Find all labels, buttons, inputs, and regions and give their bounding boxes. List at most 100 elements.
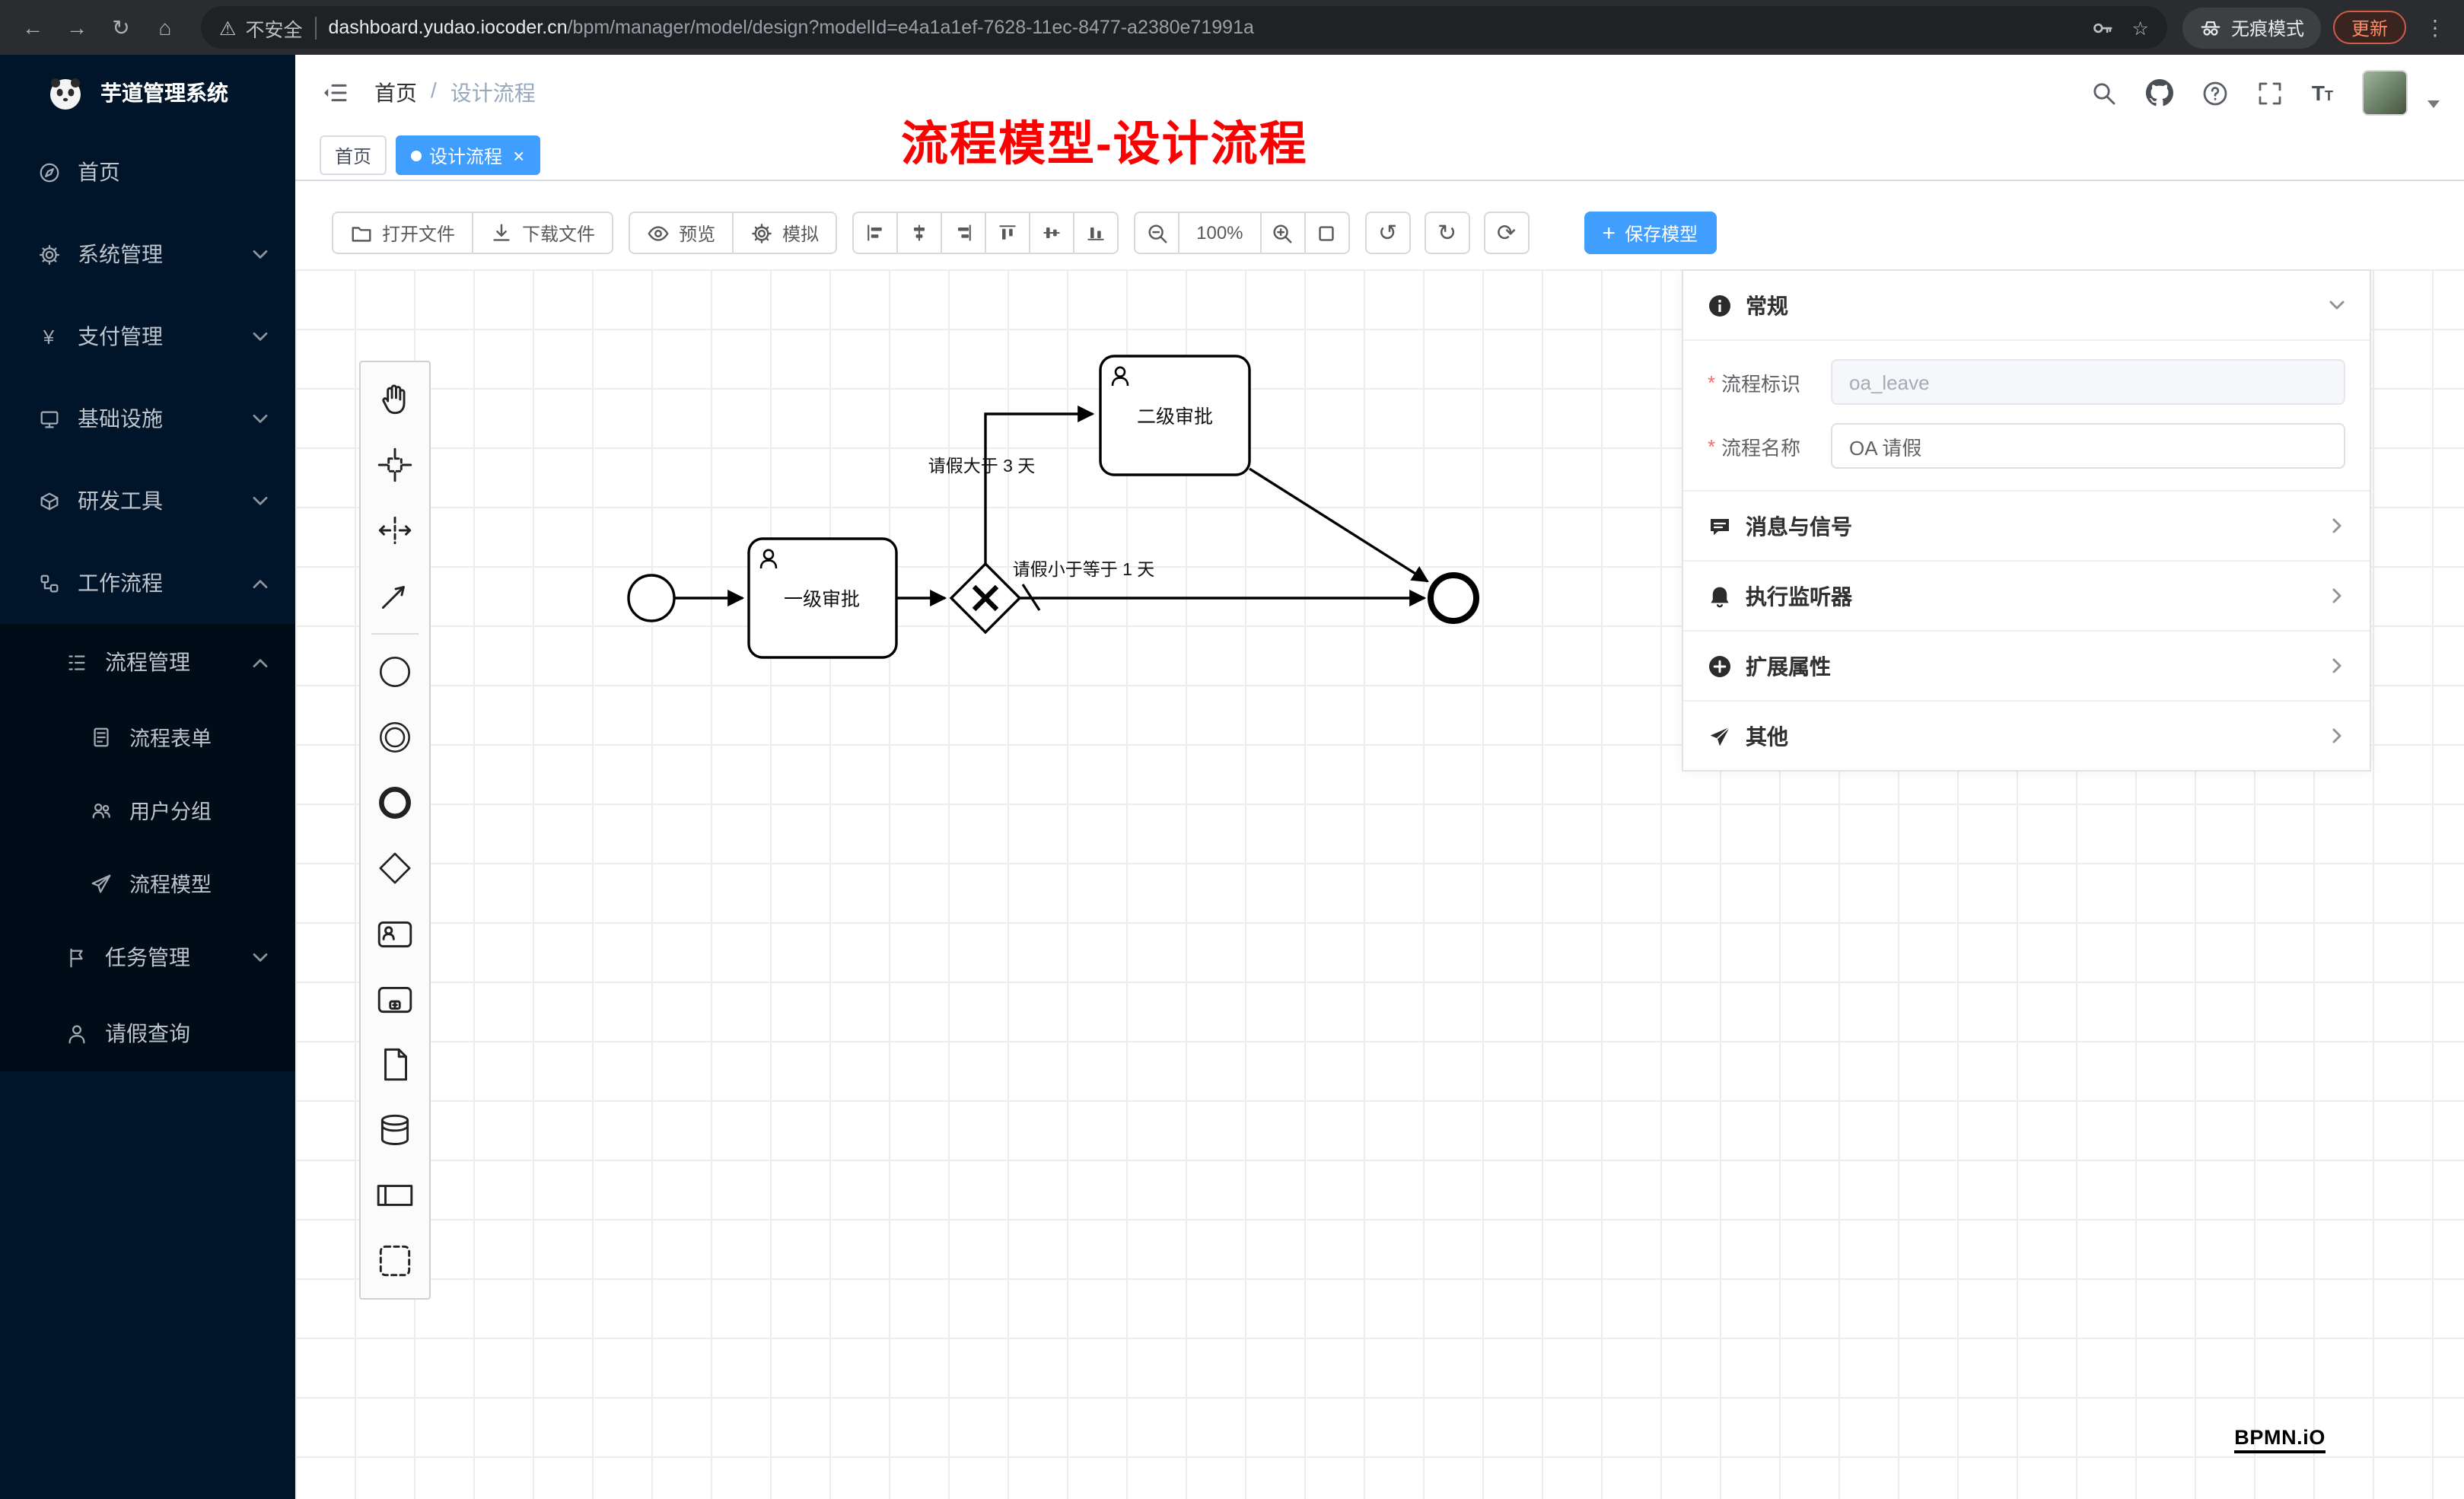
chevron-right-icon [2329, 727, 2345, 744]
zoom-reset-button[interactable] [1304, 212, 1350, 254]
sidebar-item-process-form[interactable]: 流程表单 [0, 700, 295, 773]
paper-plane-icon [88, 871, 113, 894]
sidebar-item-process-mgmt[interactable]: 流程管理 [0, 624, 295, 700]
tab-label: 首页 [335, 145, 372, 167]
sidebar-item-label: 流程模型 [129, 874, 212, 896]
flow-task2-to-end[interactable] [1249, 467, 1429, 583]
preview-button[interactable]: 预览 [629, 212, 734, 254]
bpmn-io-logo[interactable]: BPMN.iO [2234, 1426, 2326, 1453]
url-host: dashboard.yudao.iocoder.cn [328, 17, 568, 38]
sidebar-item-workflow[interactable]: 工作流程 [0, 542, 295, 624]
browser-home-button[interactable]: ⌂ [158, 15, 172, 40]
search-icon[interactable] [2091, 80, 2117, 106]
tab-design-process[interactable]: 设计流程 × [396, 135, 540, 175]
align-left-button[interactable] [852, 212, 899, 254]
flow-label-gt3[interactable]: 请假大于 3 天 [928, 456, 1036, 476]
chevron-down-icon [253, 249, 268, 259]
user-task-level1[interactable]: 一级审批 [747, 537, 898, 659]
close-icon[interactable]: × [513, 144, 525, 167]
section-messages[interactable]: 消息与信号 [1683, 490, 2370, 560]
button-label: 下载文件 [522, 223, 596, 244]
browser-update-button[interactable]: 更新 [2332, 11, 2406, 44]
site-security-chip[interactable]: ⚠ 不安全 [219, 13, 302, 42]
create-intermediate-event[interactable] [362, 705, 428, 770]
section-other[interactable]: 其他 [1683, 700, 2370, 770]
bpmn-diagram[interactable]: 请假大于 3 天 请假小于等于 1 天 一级审批 [295, 269, 2464, 1499]
sidebar-item-task-mgmt[interactable]: 任务管理 [0, 919, 295, 995]
button-label: 模拟 [782, 223, 820, 244]
fullscreen-icon[interactable] [2257, 80, 2283, 106]
tab-home[interactable]: 首页 [320, 135, 387, 175]
url-path: /bpm/manager/model/design?modelId=e4a1a1… [567, 17, 1254, 38]
simulate-button[interactable]: 模拟 [732, 212, 838, 254]
create-start-event[interactable] [362, 639, 428, 705]
font-size-icon[interactable]: TT [2311, 81, 2333, 105]
start-event[interactable] [627, 574, 676, 622]
create-group[interactable] [362, 1228, 428, 1294]
process-key-input[interactable] [1831, 359, 2345, 405]
flow-label-le1[interactable]: 请假小于等于 1 天 [1013, 559, 1155, 579]
create-participant[interactable] [362, 1163, 428, 1228]
bookmark-star-icon[interactable]: ☆ [2131, 18, 2149, 39]
exclusive-gateway[interactable] [949, 562, 1022, 635]
save-model-button[interactable]: + 保存模型 [1584, 212, 1717, 254]
browser-menu-icon[interactable]: ⋮ [2424, 14, 2446, 39]
avatar-dropdown-caret[interactable] [2427, 100, 2440, 107]
zoom-in-button[interactable] [1259, 212, 1306, 254]
align-right-button[interactable] [941, 212, 987, 254]
key-icon[interactable] [2091, 16, 2114, 39]
app-logo[interactable]: 芋道管理系统 [0, 55, 295, 131]
section-general[interactable]: 常规 [1683, 271, 2370, 341]
sidebar-item-infrastructure[interactable]: 基础设施 [0, 377, 295, 460]
section-extended-attrs[interactable]: 扩展属性 [1683, 630, 2370, 700]
browser-back-button[interactable]: ← [22, 15, 43, 40]
global-connect-tool[interactable] [362, 563, 428, 629]
document-icon [88, 725, 113, 748]
bpmn-canvas[interactable]: 请假大于 3 天 请假小于等于 1 天 一级审批 [295, 269, 2464, 1499]
sidebar-item-user-group[interactable]: 用户分组 [0, 773, 295, 846]
end-event[interactable] [1428, 572, 1479, 624]
sidebar-collapse-icon[interactable] [320, 78, 350, 108]
hand-tool[interactable] [362, 367, 428, 432]
github-icon[interactable] [2145, 79, 2173, 107]
section-listeners[interactable]: 执行监听器 [1683, 560, 2370, 630]
create-end-event[interactable] [362, 770, 428, 835]
zoom-level: 100% [1178, 212, 1262, 254]
sidebar-item-devtools[interactable]: 研发工具 [0, 460, 295, 542]
align-top-button[interactable] [985, 212, 1031, 254]
address-bar[interactable]: ⚠ 不安全 dashboard.yudao.iocoder.cn/bpm/man… [201, 6, 2167, 49]
sidebar-item-leave-query[interactable]: 请假查询 [0, 995, 295, 1071]
create-data-object[interactable] [362, 1032, 428, 1097]
sidebar-item-process-model[interactable]: 流程模型 [0, 846, 295, 919]
user-task-level2[interactable]: 二级审批 [1099, 355, 1251, 476]
align-bottom-button[interactable] [1073, 212, 1119, 254]
flow-gateway-to-task2[interactable] [984, 405, 1095, 564]
zoom-out-button[interactable] [1134, 212, 1180, 254]
create-subprocess[interactable] [362, 966, 428, 1032]
undo-button[interactable]: ↺ [1364, 212, 1411, 254]
restart-button[interactable]: ⟳ [1483, 212, 1530, 254]
create-gateway[interactable] [362, 835, 428, 901]
history-tools: ↺ ↻ ⟳ [1364, 212, 1530, 254]
process-name-input[interactable] [1831, 423, 2345, 469]
download-file-button[interactable]: 下载文件 [472, 212, 614, 254]
redo-button[interactable]: ↻ [1424, 212, 1470, 254]
create-data-store[interactable] [362, 1097, 428, 1163]
open-file-button[interactable]: 打开文件 [332, 212, 474, 254]
browser-forward-button[interactable]: → [66, 15, 88, 40]
sidebar-item-system[interactable]: 系统管理 [0, 213, 295, 295]
users-icon [88, 798, 113, 821]
space-tool[interactable] [362, 498, 428, 563]
user-avatar[interactable] [2362, 70, 2408, 116]
create-user-task[interactable] [362, 901, 428, 966]
align-center-button[interactable] [896, 212, 943, 254]
chevron-down-icon [253, 495, 268, 506]
lasso-tool[interactable] [362, 432, 428, 498]
align-middle-button[interactable] [1029, 212, 1075, 254]
sidebar-item-payment[interactable]: ¥ 支付管理 [0, 295, 295, 377]
help-icon[interactable] [2202, 80, 2228, 106]
person-icon [64, 1022, 88, 1045]
breadcrumb-home[interactable]: 首页 [374, 81, 417, 105]
browser-reload-button[interactable]: ↻ [112, 14, 130, 39]
sidebar-item-home[interactable]: 首页 [0, 131, 295, 213]
